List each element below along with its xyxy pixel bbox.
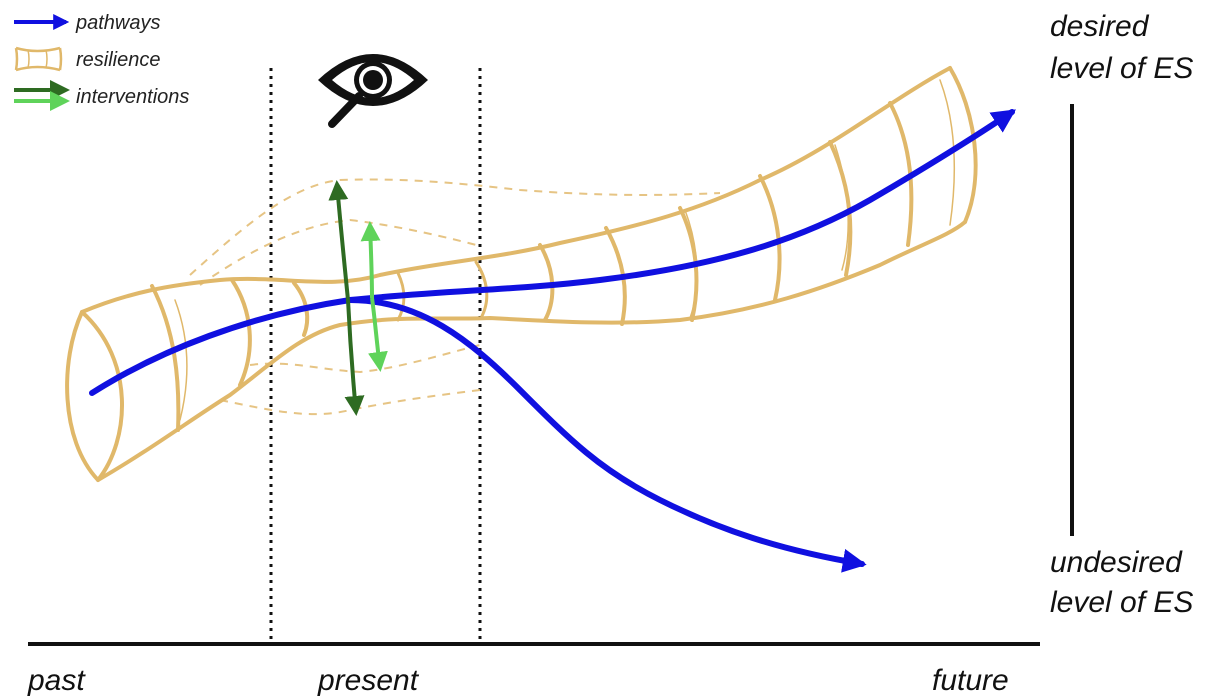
interventions bbox=[328, 180, 388, 416]
alternative-resilience-envelopes bbox=[189, 178, 721, 416]
legend-interventions: interventions bbox=[14, 80, 189, 111]
legend-resilience-label: resilience bbox=[76, 49, 160, 71]
legend-resilience-tube-icon bbox=[14, 46, 63, 72]
tube-bottom-edge bbox=[96, 220, 967, 482]
intervention-dark-arrow-down bbox=[344, 299, 365, 416]
legend-resilience: resilience bbox=[14, 46, 160, 72]
tube-right-end bbox=[948, 66, 978, 224]
intervention-dark-arrow-up bbox=[328, 180, 350, 301]
intervention-light-arrow-up bbox=[360, 221, 381, 299]
desired-level-label-line1: desired bbox=[1050, 10, 1150, 43]
axis-label-future: future bbox=[932, 664, 1009, 696]
legend-interventions-label: interventions bbox=[76, 86, 189, 108]
tube-top-edge bbox=[80, 66, 952, 314]
axis-label-present: present bbox=[317, 664, 420, 696]
undesired-level-label-line2: level of ES bbox=[1050, 586, 1193, 619]
eye-magnifier-icon bbox=[318, 54, 428, 128]
resilience-tube bbox=[65, 66, 978, 482]
undesired-level-label-line1: undesired bbox=[1050, 546, 1183, 579]
pathway-undesired-arrow bbox=[347, 297, 867, 573]
desired-level-label-line2: level of ES bbox=[1050, 52, 1193, 85]
pathway-desired-arrow bbox=[89, 109, 1016, 396]
legend-pathways: pathways bbox=[14, 12, 161, 34]
axis-label-past: past bbox=[27, 664, 86, 696]
tube-left-end bbox=[65, 310, 125, 482]
legend-pathways-label: pathways bbox=[75, 12, 161, 34]
intervention-light-arrow-down bbox=[368, 297, 388, 372]
pathways bbox=[89, 109, 1016, 573]
legend: pathways resilience interventions bbox=[14, 12, 189, 111]
